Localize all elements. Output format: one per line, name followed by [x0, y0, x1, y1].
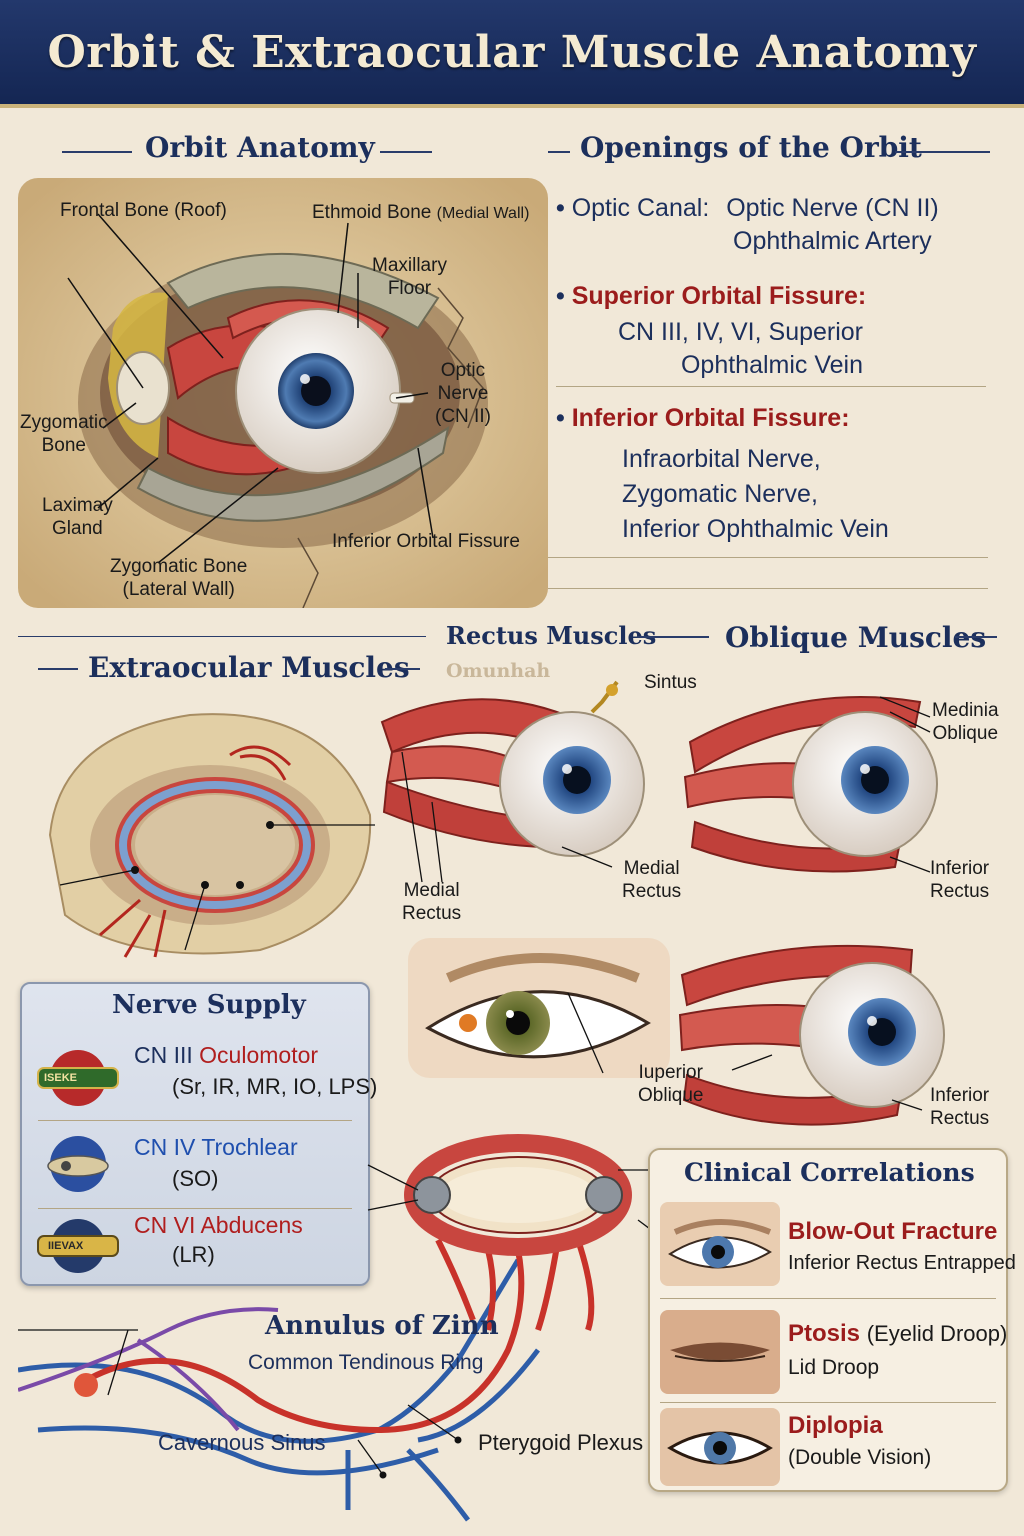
ghost-text: Omunhah: [446, 660, 551, 682]
label-medial-rectus-2: Medial Rectus: [622, 858, 682, 902]
divider: [62, 151, 132, 153]
trochlear-badge-icon: [47, 1136, 109, 1192]
nerve-prefix: CN III: [134, 1042, 200, 1068]
label-inferior-rectus-1: Inferior Rectus: [930, 858, 990, 902]
label-zygomatic-lateral-wall: Zygomatic Bone (Lateral Wall): [110, 556, 248, 600]
nerve-name: CN IV Trochlear: [134, 1134, 298, 1161]
annulus-heading: Annulus of Zinn: [265, 1311, 499, 1341]
annulus-subheading: Common Tendinous Ring: [248, 1351, 484, 1374]
divider: [18, 636, 426, 637]
divider: [548, 557, 988, 558]
nerve-label: Abducens: [200, 1212, 303, 1238]
label-inferior-rectus-2: Inferior Rectus: [930, 1085, 990, 1129]
nerve-label: Oculomotor: [199, 1042, 319, 1068]
label-ethmoid-text: Ethmoid Bone: [312, 202, 432, 223]
nerve-prefix: CN IV: [134, 1134, 202, 1160]
label-maxillary-floor: Maxillary Floor: [372, 255, 447, 299]
title-banner: Orbit & Extraocular Muscle Anatomy: [0, 0, 1024, 108]
label-lacrimal-gland: Laximay Gland: [42, 495, 113, 539]
nerve-muscles: (LR): [172, 1242, 215, 1267]
divider: [38, 668, 78, 670]
clinical-title: Blow-Out Fracture: [788, 1218, 998, 1245]
blowout-eye-icon: [660, 1202, 780, 1286]
superior-oblique-illustration: [678, 944, 945, 1126]
divider: [556, 386, 986, 387]
opening-head: Superior Orbital Fissure:: [571, 282, 867, 310]
orbital-ring-illustration: [48, 713, 375, 958]
clinical-title: Ptosis (Eyelid Droop): [788, 1320, 1007, 1348]
clinical-title: Diplopia: [788, 1412, 883, 1439]
clinical-title-note: (Eyelid Droop): [866, 1321, 1008, 1346]
divider: [660, 1402, 996, 1403]
orbit-illustration: [18, 178, 548, 608]
divider: [637, 636, 709, 638]
nerve-supply-heading: Nerve Supply: [112, 990, 306, 1020]
nerve-item-oculomotor: ISEKE CN III Oculomotor (Sr, IR, MR, IO,…: [22, 1036, 377, 1116]
nerve-prefix: CN VI: [134, 1212, 201, 1238]
nerve-item-trochlear: CN IV Trochlear (SO): [22, 1124, 368, 1204]
opening-inferior-fissure-body: Infraorbital Nerve, Zygomatic Nerve, Inf…: [622, 445, 889, 543]
nerve-name: CN III Oculomotor: [134, 1042, 318, 1069]
label-medinia-oblique: Medinia Oblique: [932, 700, 999, 744]
opening-optic-canal-body: Ophthalmic Artery: [733, 227, 932, 255]
clinical-subtitle: (Double Vision): [788, 1446, 932, 1469]
oblique-heading: Oblique Muscles: [725, 621, 987, 654]
abducens-badge-text: IIEVAX: [48, 1240, 84, 1252]
divider: [385, 668, 420, 670]
clinical-subtitle: Inferior Rectus Entrapped: [788, 1252, 1016, 1274]
label-zygomatic-bone: Zygomatic Bone: [20, 412, 108, 456]
oblique-muscles-illustration: [683, 696, 938, 873]
face-eye-illustration: [408, 938, 670, 1078]
divider: [660, 1298, 996, 1299]
label-cavernous-sinus: Cavernous Sinus: [158, 1430, 326, 1455]
opening-head: Optic Canal:: [571, 194, 710, 222]
opening-superior-fissure-body: CN III, IV, VI, Superior Ophthalmic Vein: [618, 318, 864, 379]
label-optic-nerve: Optic Nerve (CN II): [435, 360, 491, 427]
extraocular-heading: Extraocular Muscles: [88, 651, 410, 684]
label-medial-rectus-1: Medial Rectus: [402, 880, 462, 924]
label-frontal-bone: Frontal Bone (Roof): [60, 200, 227, 221]
label-sintus: Sintus: [644, 672, 697, 693]
clinical-subtitle: Lid Droop: [788, 1356, 880, 1379]
ptosis-eye-icon: [660, 1310, 780, 1394]
opening-superior-fissure: • Superior Orbital Fissure:: [556, 280, 866, 313]
bullet: •: [556, 194, 572, 222]
rectus-muscles-illustration: [380, 680, 645, 883]
divider: [380, 151, 432, 153]
rectus-heading: Rectus Muscles: [446, 621, 657, 650]
page-title: Orbit & Extraocular Muscle Anatomy: [47, 26, 977, 78]
opening-inferior-fissure: • Inferior Orbital Fissure:: [556, 402, 850, 435]
nerve-label: Trochlear: [201, 1134, 298, 1160]
nerve-name: CN VI Abducens: [134, 1212, 303, 1239]
label-ethmoid-bone: Ethmoid Bone (Medial Wall): [312, 202, 529, 225]
opening-head: Inferior Orbital Fissure:: [571, 404, 850, 432]
divider: [38, 1208, 352, 1209]
label-iuperior-oblique: Iuperior Oblique: [638, 1062, 704, 1106]
orbit-anatomy-heading: Orbit Anatomy: [145, 131, 375, 164]
divider: [548, 588, 988, 589]
nerve-supply-panel: Nerve Supply ISEKE CN III Oculomotor (Sr…: [20, 982, 377, 1286]
abducens-badge-icon: [37, 1219, 119, 1273]
divider: [38, 1120, 352, 1121]
label-ethmoid-note: (Medial Wall): [436, 205, 530, 222]
divider: [895, 151, 990, 153]
bullet: •: [556, 404, 572, 432]
bullet: •: [556, 282, 572, 310]
clinical-correlations-panel: Clinical Correlations Blow-Out Fracture …: [648, 1148, 1016, 1492]
oculomotor-badge-icon: [37, 1050, 119, 1106]
divider: [955, 636, 997, 638]
nerve-muscles: (SO): [172, 1166, 219, 1191]
divider: [548, 151, 570, 153]
nerve-item-abducens: IIEVAX CN VI Abducens (LR): [22, 1210, 368, 1280]
nerve-muscles: (Sr, IR, MR, IO, LPS): [172, 1074, 378, 1099]
label-inferior-orbital-fissure: Inferior Orbital Fissure: [332, 531, 520, 552]
clinical-heading: Clinical Correlations: [684, 1158, 975, 1187]
label-pterygoid-plexus: Pterygoid Plexus: [478, 1430, 644, 1455]
clinical-title-main: Ptosis: [788, 1320, 861, 1347]
oculomotor-badge-text: ISEKE: [44, 1072, 78, 1084]
diplopia-eye-icon: [660, 1408, 780, 1486]
opening-body: Optic Nerve (CN II): [726, 194, 939, 222]
opening-optic-canal: • Optic Canal: Optic Nerve (CN II): [556, 192, 939, 225]
openings-heading: Openings of the Orbit: [580, 131, 922, 164]
